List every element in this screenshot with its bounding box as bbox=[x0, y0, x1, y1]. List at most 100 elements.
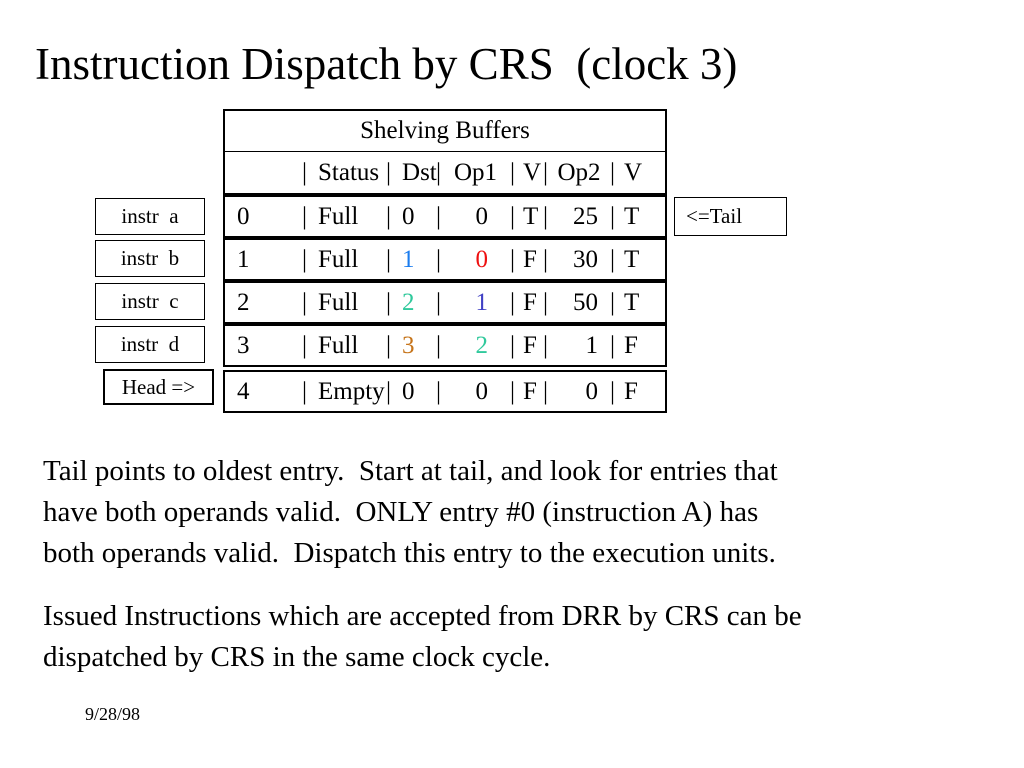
pipe-separator: | bbox=[302, 158, 308, 186]
pipe-separator: | bbox=[510, 377, 516, 405]
instr-a-box: instr a bbox=[95, 198, 205, 235]
op2-value: 25 bbox=[573, 202, 598, 230]
pipe-separator: | bbox=[436, 377, 442, 405]
op1-cell: |0 bbox=[436, 372, 510, 411]
op2-cell: |50 bbox=[543, 283, 610, 322]
pipe-separator: | bbox=[543, 202, 549, 230]
op2-cell: | 25 bbox=[543, 197, 610, 236]
v2-value: T bbox=[624, 202, 640, 230]
paragraph-line: Issued Instructions which are accepted f… bbox=[43, 600, 802, 632]
status-value: Full bbox=[318, 202, 359, 230]
status-value: Full bbox=[318, 331, 359, 359]
pipe-separator: | bbox=[510, 331, 516, 359]
dst-cell: |2 bbox=[386, 283, 436, 322]
entry-index: 2 bbox=[237, 288, 250, 316]
op1-cell: |0 bbox=[436, 240, 510, 279]
op1-cell: |2 bbox=[436, 326, 510, 365]
entry-index: 3 bbox=[237, 331, 250, 359]
table-body: 0 |Full |0 |0 |T |25 |T 1 |Full |1 |0 |F… bbox=[223, 195, 667, 413]
header-v1-cell: |V bbox=[510, 152, 543, 193]
header-op1-cell: |Op1 bbox=[436, 152, 510, 193]
pipe-separator: | bbox=[610, 202, 616, 230]
header-dst-cell: | Dst bbox=[386, 152, 437, 193]
table-header: Shelving Buffers |Status |Dst |Op1 |V |O… bbox=[223, 109, 667, 195]
header-v1-label: V bbox=[523, 158, 542, 186]
header-dst-label: Dst bbox=[402, 158, 437, 186]
pipe-separator: | bbox=[436, 331, 442, 359]
op2-value: 0 bbox=[585, 377, 599, 405]
pipe-separator: | bbox=[302, 331, 308, 359]
v1-cell: |F bbox=[510, 372, 543, 411]
table-row: 4 |Empty |0 |0 |F |0 |F bbox=[223, 370, 667, 413]
dst-value: 2 bbox=[402, 288, 415, 316]
pipe-separator: | bbox=[386, 245, 392, 273]
pipe-separator: | bbox=[543, 377, 549, 405]
table-row: 1 |Full |1 |0 |F |30 |T bbox=[223, 238, 667, 281]
column-header-row: |Status |Dst |Op1 |V |Op2 |V bbox=[225, 152, 665, 193]
op1-value: 0 bbox=[475, 245, 489, 273]
body-paragraph-1: Tail points to oldest entry. Start at ta… bbox=[43, 451, 778, 574]
pipe-separator: | bbox=[302, 245, 308, 273]
shelving-buffers-table: Shelving Buffers |Status |Dst |Op1 |V |O… bbox=[223, 109, 667, 413]
dst-value: 3 bbox=[402, 331, 415, 359]
pipe-separator: | bbox=[543, 331, 549, 359]
pipe-separator: | bbox=[510, 288, 516, 316]
instr-c-box: instr c bbox=[95, 283, 205, 320]
op1-cell: |0 bbox=[436, 197, 510, 236]
pipe-separator: | bbox=[510, 202, 516, 230]
dst-value: 0 bbox=[402, 377, 415, 405]
dst-value: 0 bbox=[402, 202, 415, 230]
status-value: Empty bbox=[318, 377, 385, 405]
pipe-separator: | bbox=[386, 202, 392, 230]
header-op2-cell: |Op2 bbox=[543, 152, 610, 193]
v1-value: F bbox=[523, 288, 537, 316]
pipe-separator: | bbox=[610, 331, 616, 359]
status-value: Full bbox=[318, 245, 359, 273]
dst-cell: |0 bbox=[386, 372, 436, 411]
op1-value: 0 bbox=[475, 202, 489, 230]
pipe-separator: | bbox=[610, 158, 616, 186]
dst-value: 1 bbox=[402, 245, 415, 273]
pipe-separator: | bbox=[302, 377, 308, 405]
paragraph-line: Tail points to oldest entry. Start at ta… bbox=[43, 455, 778, 487]
instr-b-box: instr b bbox=[95, 240, 205, 277]
v1-cell: |F bbox=[510, 240, 543, 279]
status-cell: | Full bbox=[302, 240, 386, 279]
op2-cell: |30 bbox=[543, 240, 610, 279]
op1-cell: |1 bbox=[436, 283, 510, 322]
paragraph-line: dispatched by CRS in the same clock cycl… bbox=[43, 641, 551, 673]
pipe-separator: | bbox=[386, 158, 392, 186]
v1-value: F bbox=[523, 331, 537, 359]
v2-value: T bbox=[624, 288, 640, 316]
entry-index: 0 bbox=[237, 202, 250, 230]
paragraph-line: both operands valid. Dispatch this entry… bbox=[43, 537, 776, 569]
v1-value: T bbox=[523, 202, 539, 230]
table-row: 2 |Full |2 |1 |F |50 |T bbox=[223, 281, 667, 324]
pipe-separator: | bbox=[510, 245, 516, 273]
v1-value: F bbox=[523, 377, 537, 405]
status-cell: | Empty bbox=[302, 372, 386, 411]
v2-cell: |F bbox=[610, 326, 665, 365]
pipe-separator: | bbox=[543, 288, 549, 316]
v1-cell: |T bbox=[510, 197, 543, 236]
status-cell: |Full bbox=[302, 197, 386, 236]
pipe-separator: | bbox=[543, 245, 549, 273]
v1-cell: |F bbox=[510, 326, 543, 365]
pipe-separator: | bbox=[436, 202, 442, 230]
paragraph-line: have both operands valid. ONLY entry #0 … bbox=[43, 496, 759, 528]
instr-d-box: instr d bbox=[95, 326, 205, 363]
header-status-label: Status bbox=[318, 158, 380, 186]
v2-value: T bbox=[624, 245, 640, 273]
header-v2-cell: |V bbox=[610, 152, 665, 193]
dst-cell: |1 bbox=[386, 240, 436, 279]
table-title: Shelving Buffers bbox=[225, 111, 665, 152]
pipe-separator: | bbox=[610, 288, 616, 316]
slide-title: Instruction Dispatch by CRS (clock 3) bbox=[35, 39, 738, 89]
table-row: 3 |Full |3 |2 |F |1 |F bbox=[223, 324, 667, 367]
pipe-separator: | bbox=[436, 158, 442, 186]
pipe-separator: | bbox=[386, 331, 392, 359]
v2-cell: |T bbox=[610, 240, 665, 279]
op1-value: 2 bbox=[475, 331, 489, 359]
v2-cell: |T bbox=[610, 197, 665, 236]
